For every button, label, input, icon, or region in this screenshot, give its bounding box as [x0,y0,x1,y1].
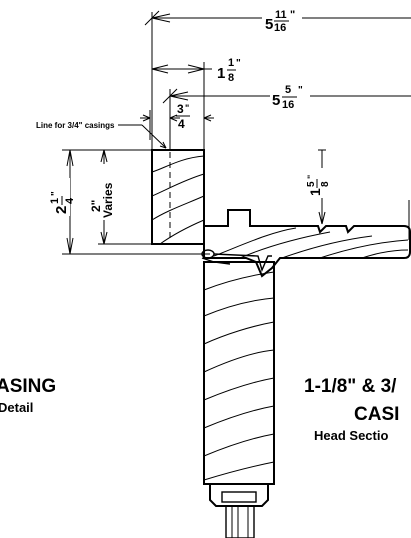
overall-width-num: 11 [275,9,287,21]
right-title-line1: 1-1/8" & 3/ [304,376,397,397]
casing-thickness-unit: " [185,103,189,113]
dim-head-height: 2 1 4 " [48,149,210,255]
casing-offset-num: 5 [285,84,291,96]
dim-reveal: 1 1 8 " [151,57,241,150]
left-title: ASING [0,376,56,397]
door-slab [203,261,275,485]
dim-casing-offset: 5 5 16 " [162,82,411,150]
head-height-whole: 2 [53,206,70,214]
right-height-num: 5 [306,181,317,187]
right-height-whole: 1 [307,188,323,196]
weatherstrip [201,249,272,273]
casing-offset-den: 16 [282,99,294,111]
overall-width-den: 16 [274,22,286,34]
casing-thickness-den: 4 [178,117,185,131]
overall-width-whole: 5 [265,16,273,33]
reveal-unit: " [236,58,241,69]
casing-block [151,149,205,245]
varies-value: 2" [89,200,103,212]
reveal-whole: 1 [217,65,225,82]
right-title-line2: CASI [354,404,399,425]
left-subtitle: Detail [0,400,33,415]
casing-offset-unit: " [298,85,303,96]
casing-offset-whole: 5 [272,92,280,109]
varies-note: Varies [101,182,115,218]
right-height-den: 8 [320,181,331,187]
glazing-bead [209,484,269,538]
reveal-num: 1 [228,57,234,69]
head-height-den: 4 [64,197,76,204]
reveal-den: 8 [228,72,234,84]
head-jamb [203,209,411,278]
right-subtitle: Head Sectio [314,428,388,443]
overall-width-unit: " [290,9,295,21]
casing-thickness-num: 3 [177,102,184,116]
dim-casing-thickness: 3 " 4 [140,102,214,140]
dim-varies: 2" Varies [88,149,152,245]
dim-overall-width: 5 11 16 " [144,6,411,150]
callout-text: Line for 3/4" casings [36,121,115,130]
dim-right-height: 1 5 8 " [306,149,331,225]
head-height-num: 1 [49,198,61,204]
right-height-unit: " [306,175,316,179]
callout-casing-line: Line for 3/4" casings [36,121,167,149]
head-height-unit: " [50,191,61,196]
